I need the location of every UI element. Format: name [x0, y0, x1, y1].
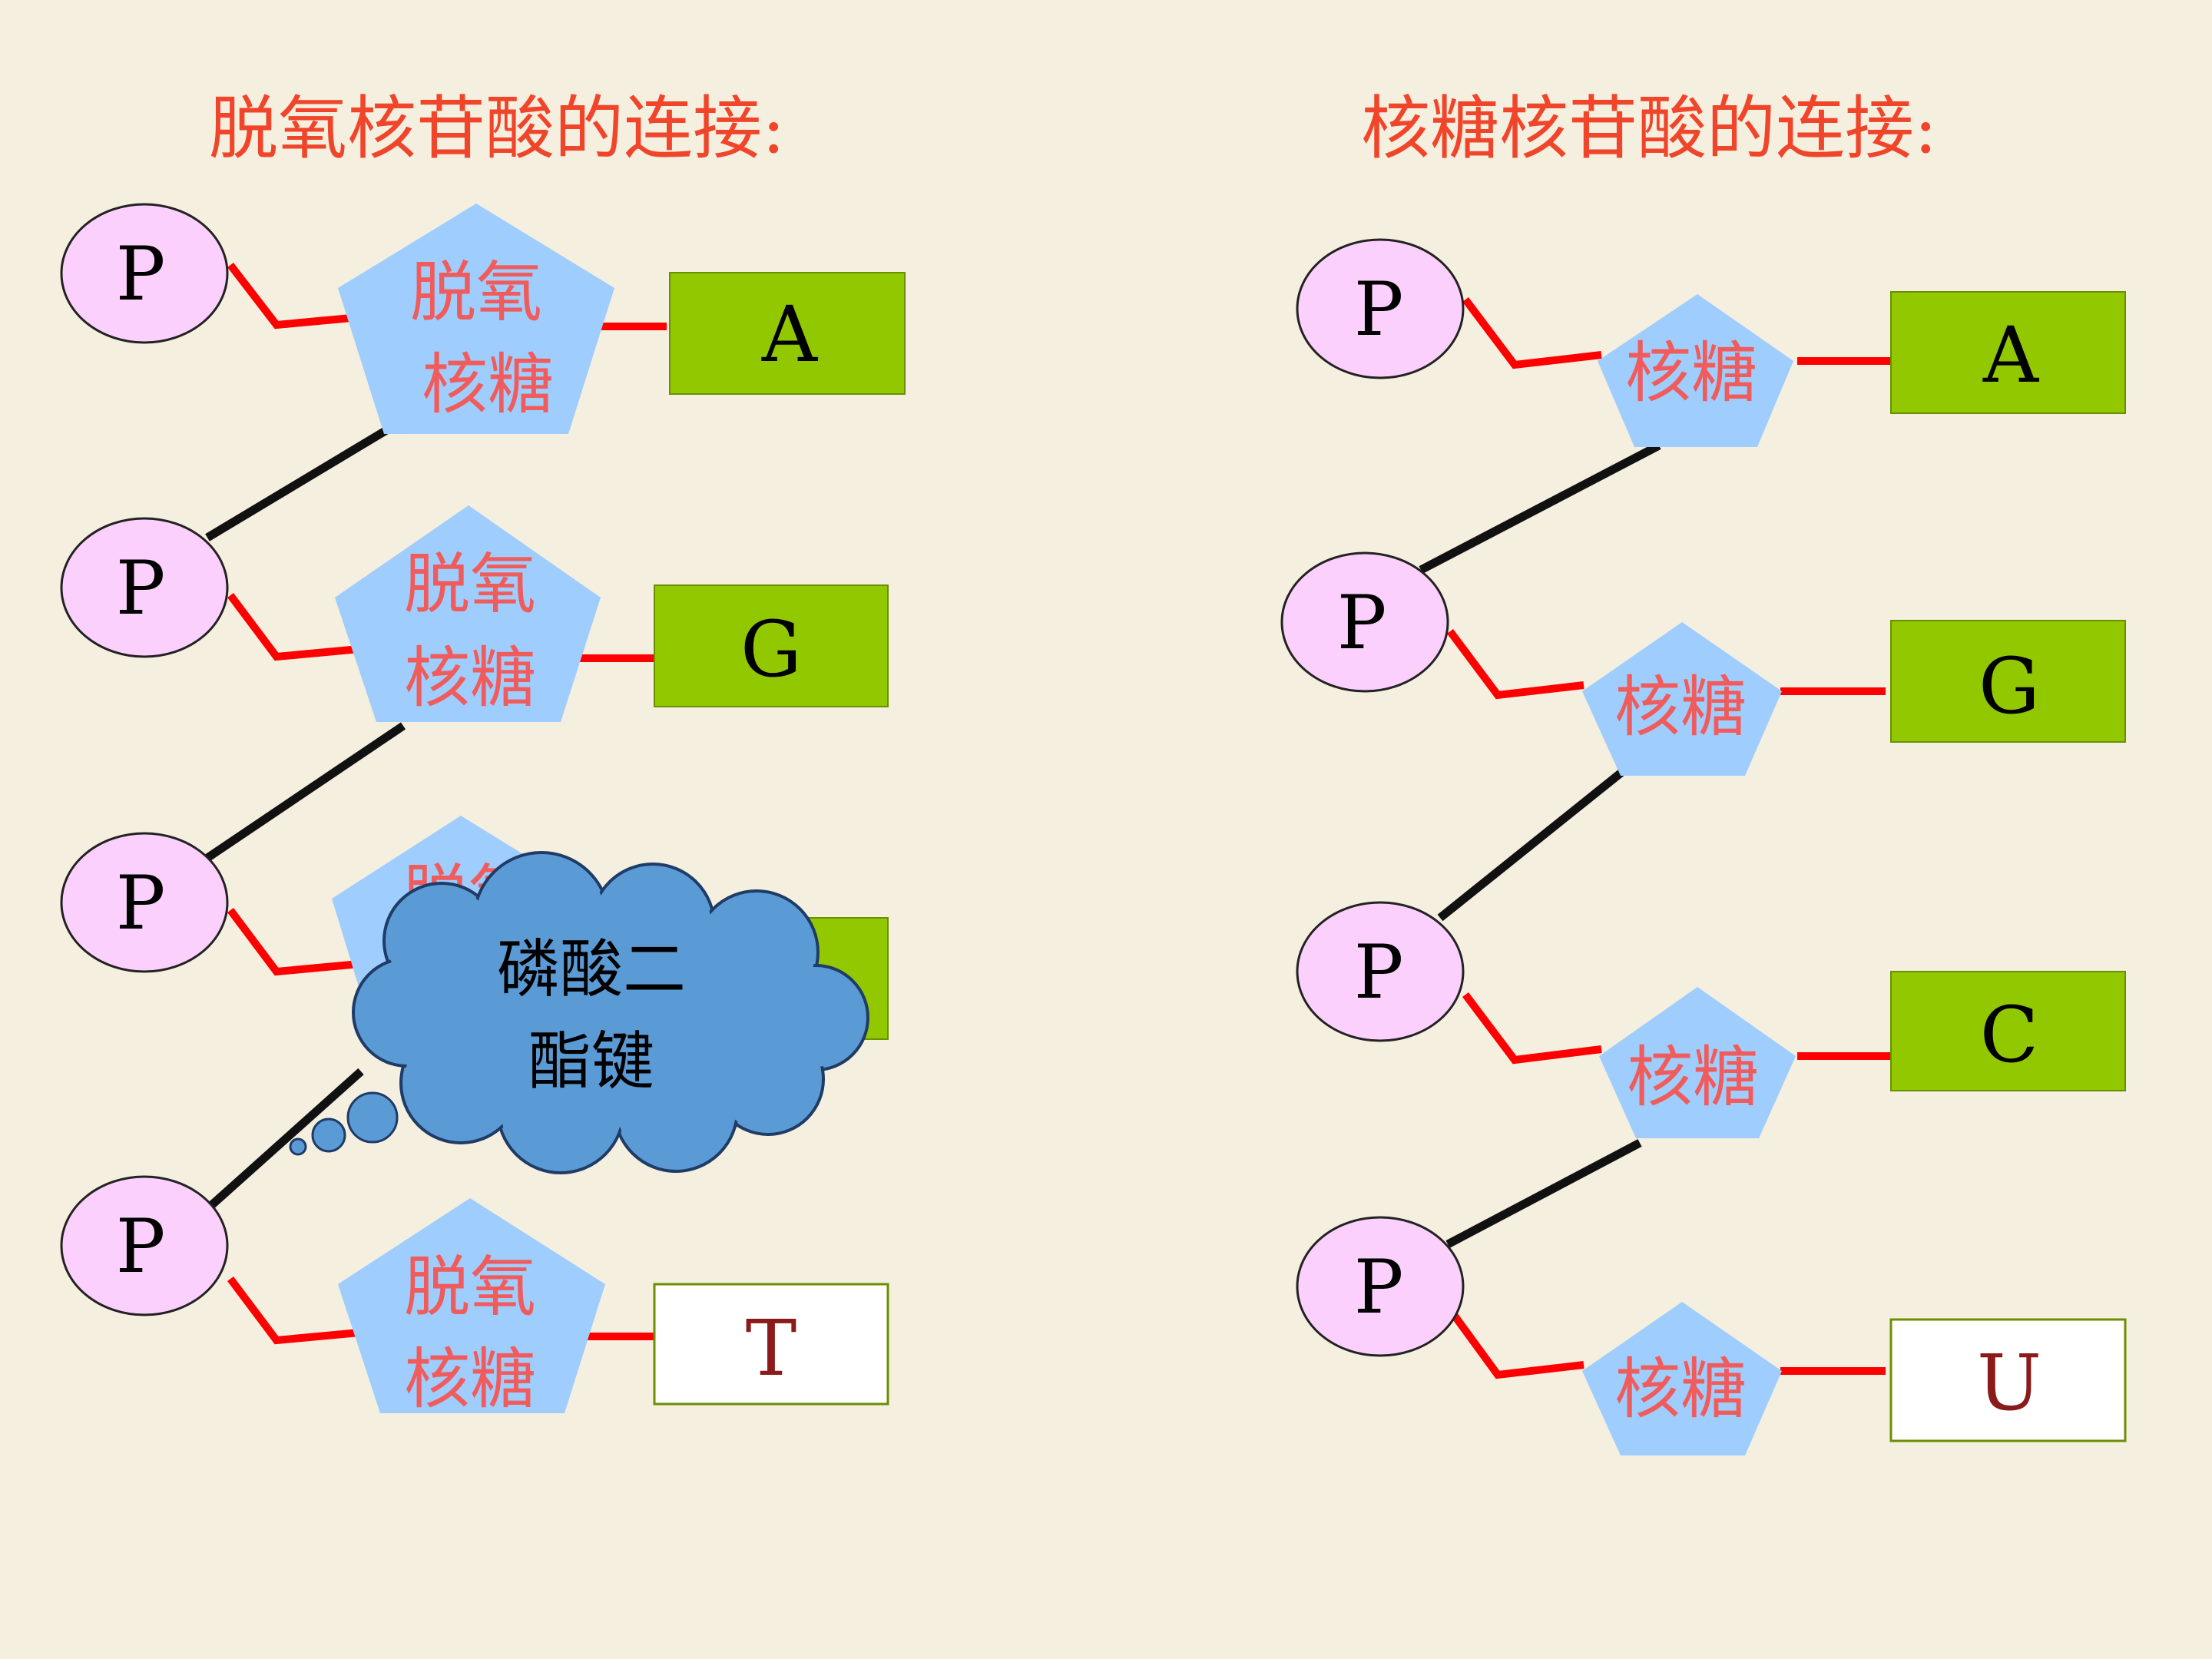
callout-text-line1: 磷酸二: [497, 933, 686, 1006]
right-nucleotide-1: 核糖 P A: [1296, 238, 2126, 447]
base-box: [1890, 971, 2126, 1091]
ribose-pentagon: [1582, 1302, 1782, 1455]
phosphate-circle: [1296, 238, 1465, 379]
base-box: [1889, 1318, 2127, 1442]
callout-tail-dot: [289, 1137, 307, 1156]
phosphate-circle: [1280, 551, 1449, 693]
phosphate-sugar-bond: [1462, 296, 1602, 369]
sugar-label-line2: 核糖: [404, 640, 536, 717]
sugar-label: 核糖: [1614, 669, 1747, 746]
phosphate-sugar-bond: [227, 593, 360, 661]
base-label: G: [740, 604, 802, 694]
phosphate-sugar-bond: [227, 262, 360, 329]
phosphate-circle: [60, 517, 229, 658]
phosphate-label: P: [1337, 580, 1387, 666]
right-nucleotide-4: 核糖 P U: [1296, 1216, 2127, 1455]
base-box: [654, 584, 889, 707]
ribose-pentagon: [1599, 987, 1796, 1138]
phosphate-label: P: [1354, 267, 1404, 353]
callout-tail-dot: [346, 1091, 399, 1144]
phosphate-label: P: [1354, 929, 1404, 1015]
sugar-label: 核糖: [1614, 1351, 1747, 1428]
right-nucleotide-2: 核糖 P G: [1280, 551, 2126, 776]
sugar-label-line1: 脱氧: [404, 546, 536, 623]
base-label: A: [1982, 310, 2040, 400]
sugar-label-line1: 脱氧: [410, 254, 542, 331]
base-box: [653, 1283, 889, 1406]
phosphate-sugar-bond: [1446, 1307, 1584, 1379]
deoxyribose-pentagon: [338, 204, 614, 434]
base-box: [1890, 291, 2126, 414]
phosphate-label: P: [116, 231, 166, 317]
callout-text-line2: 酯键: [528, 1025, 654, 1098]
phosphate-label: P: [116, 1204, 166, 1290]
base-box: [669, 272, 906, 395]
base-label: U: [1977, 1338, 2041, 1428]
base-label: G: [1979, 641, 2040, 731]
right-title: 核糖核苷酸的连接:: [1361, 88, 1937, 169]
ribose-pentagon: [1582, 622, 1782, 776]
sugar-label-line2: 核糖: [404, 1341, 536, 1418]
sugar-label: 核糖: [1625, 335, 1757, 412]
left-title: 脱氧核苷酸的连接:: [209, 88, 785, 169]
sugar-label-line1: 脱氧: [404, 1249, 536, 1326]
phosphate-circle: [1296, 901, 1465, 1042]
sugar-label-line2: 核糖: [422, 346, 554, 423]
phosphate-circle: [60, 1175, 229, 1316]
ribose-pentagon: [1598, 294, 1793, 447]
phosphate-label: P: [116, 860, 166, 946]
left-backbone-bonds: [204, 407, 421, 1213]
right-backbone-bonds: [1419, 442, 1661, 1248]
right-nucleotide-3: 核糖 P C: [1296, 901, 2126, 1138]
phosphate-sugar-bond: [1446, 629, 1584, 700]
left-nucleotide-1: 脱氧 核糖 P A: [60, 203, 906, 434]
base-label: C: [1980, 990, 2039, 1080]
left-nucleotide-2: 脱氧 核糖 P G: [60, 505, 889, 722]
cloud-fill: [356, 856, 865, 1170]
base-label: T: [746, 1303, 797, 1393]
phosphodiester-bond-callout: 磷酸二 酯键: [289, 851, 869, 1174]
deoxyribose-pentagon: [338, 1198, 605, 1413]
phosphate-label: P: [1354, 1244, 1404, 1330]
base-label: A: [761, 290, 819, 379]
phosphate-circle: [60, 832, 229, 973]
phosphate-circle: [60, 203, 229, 344]
callout-tail-dot: [311, 1118, 346, 1153]
phosphate-sugar-bond: [1462, 992, 1602, 1065]
base-box: [1890, 620, 2126, 743]
phosphate-circle: [1296, 1216, 1465, 1357]
phosphate-label: P: [116, 545, 166, 631]
phosphate-sugar-bond: [227, 908, 360, 976]
phosphate-sugar-bond: [227, 1277, 360, 1345]
deoxyribose-pentagon: [335, 505, 601, 722]
sugar-label: 核糖: [1627, 1039, 1759, 1116]
left-nucleotide-4: 脱氧 核糖 P T: [60, 1175, 889, 1418]
